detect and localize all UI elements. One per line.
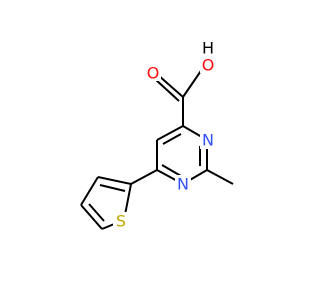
bond-c6-thiophene [130, 169, 158, 185]
bond-tc2-tc3-inner [99, 184, 126, 192]
thiophene-ring [80, 169, 158, 230]
bond-tc4-tc5-inner [88, 203, 105, 222]
bond-c5-c4-inner [162, 133, 182, 145]
bond-c2-methyl [206, 169, 234, 185]
bond-c-o-double-outer [157, 74, 184, 98]
thiophene-s-label: S [116, 212, 126, 231]
carbonyl-o-label: O [147, 64, 160, 83]
hydroxyl-h-label: H [202, 39, 214, 58]
ring-n-upper-label: N [202, 131, 214, 150]
molecule-structure: H O O N N S [80, 38, 234, 231]
bond-tc3-tc4 [80, 176, 99, 206]
pyrimidine-ring [156, 125, 234, 185]
bond-n1-c6-inner [161, 164, 182, 177]
hydroxyl-o-label: O [202, 56, 215, 75]
bond-c-o-double-inner [154, 78, 180, 102]
bond-tc2-tc3 [97, 176, 132, 185]
bond-c5-c4 [156, 125, 184, 141]
ring-n-lower-label: N [177, 175, 189, 194]
carboxyl-group [154, 61, 208, 126]
bond-tc4-tc5 [80, 204, 103, 230]
